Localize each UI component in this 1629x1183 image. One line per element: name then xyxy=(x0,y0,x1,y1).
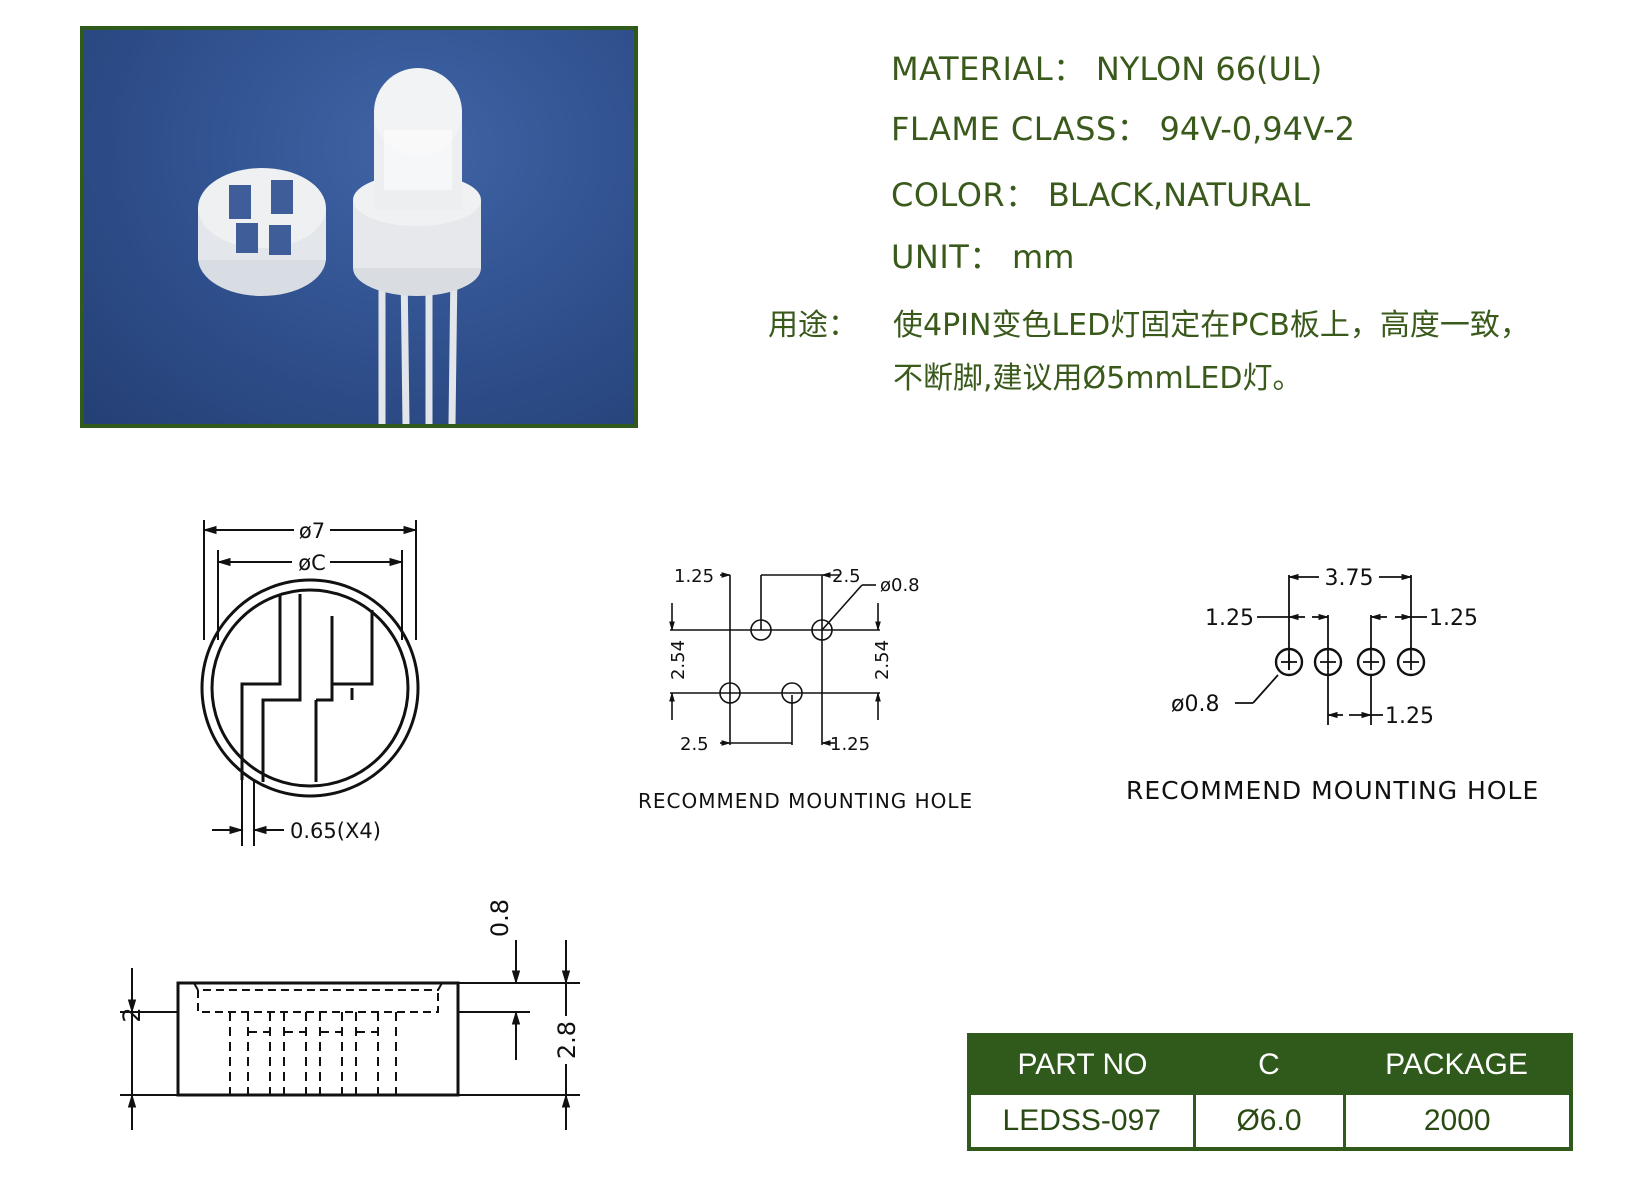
dim-square-left: 2.54 xyxy=(668,640,689,680)
dim-square-bottom-right: 1.25 xyxy=(830,734,870,755)
spec-color-label: COLOR： xyxy=(891,176,1038,214)
spec-color-value: BLACK,NATURAL xyxy=(1047,176,1311,214)
spec-material-label: MATERIAL： xyxy=(891,50,1086,88)
header-c: C xyxy=(1194,1035,1344,1094)
mounting-inline-caption: RECOMMEND MOUNTING HOLE xyxy=(1126,776,1540,805)
top-view-drawing: ø7 øC 0.65(X4) xyxy=(200,518,420,846)
table-header-row: PART NO C PACKAGE xyxy=(969,1035,1571,1094)
spec-unit-label: UNIT： xyxy=(891,238,1002,276)
side-view-drawing: 2 0.8 2.8 xyxy=(120,899,581,1130)
dim-inner-diameter: øC xyxy=(298,551,326,575)
dim-inline-bottom: 1.25 xyxy=(1385,704,1434,729)
part-table: PART NO C PACKAGE LEDSS-097 Ø6.0 2000 xyxy=(967,1033,1573,1151)
mounting-inline-drawing: 3.75 1.25 1.25 ø0.8 1.25 xyxy=(1171,565,1478,729)
cell-part-no: LEDSS-097 xyxy=(967,1092,1196,1151)
table-row: LEDSS-097 Ø6.0 2000 xyxy=(967,1092,1573,1151)
dim-inline-span: 3.75 xyxy=(1325,566,1374,591)
spacer-ring xyxy=(198,168,326,296)
spec-flame-class: FLAME CLASS： 94V-0,94V-2 xyxy=(891,104,1355,150)
spec-flame-class-label: FLAME CLASS： xyxy=(891,110,1150,148)
usage-line-1: 使4PIN变色LED灯固定在PCB板上，高度一致， xyxy=(893,308,1530,343)
dim-inline-left: 1.25 xyxy=(1205,606,1254,631)
spec-flame-class-value: 94V-0,94V-2 xyxy=(1159,110,1355,148)
dim-square-top-right: 2.5 xyxy=(832,566,861,587)
spec-material-value: NYLON 66(UL) xyxy=(1095,50,1323,88)
mounting-square-caption: RECOMMEND MOUNTING HOLE xyxy=(638,789,974,813)
dim-outer-diameter: ø7 xyxy=(299,519,325,543)
dim-side-top: 0.8 xyxy=(486,899,514,937)
dim-inline-right: 1.25 xyxy=(1429,606,1478,631)
cell-c: Ø6.0 xyxy=(1192,1092,1346,1151)
dim-square-hole: ø0.8 xyxy=(880,575,920,596)
led-spacer-photo-illustration xyxy=(198,68,481,424)
header-part-no: PART NO xyxy=(969,1035,1194,1094)
dim-slot-width: 0.65(X4) xyxy=(290,819,381,843)
usage-label: 用途： xyxy=(768,308,858,343)
dim-side-right: 2.8 xyxy=(553,1021,581,1059)
dim-square-bottom-left: 2.5 xyxy=(680,734,709,755)
dim-square-top-left: 1.25 xyxy=(674,566,714,587)
spec-color: COLOR： BLACK,NATURAL xyxy=(891,170,1310,216)
spec-unit-value: mm xyxy=(1012,238,1075,276)
mounting-square-drawing: 1.25 2.5 ø0.8 2.54 2.54 2.5 1.25 xyxy=(668,566,920,755)
usage-line-2: 不断脚,建议用Ø5mmLED灯。 xyxy=(893,361,1303,396)
dim-square-right: 2.54 xyxy=(872,640,893,680)
cell-package: 2000 xyxy=(1342,1092,1573,1151)
header-package: PACKAGE xyxy=(1344,1035,1571,1094)
spec-material: MATERIAL： NYLON 66(UL) xyxy=(891,44,1322,90)
spec-unit: UNIT： mm xyxy=(891,232,1074,278)
led-dome xyxy=(374,68,462,210)
dim-side-left: 2 xyxy=(120,1007,146,1022)
dim-inline-hole: ø0.8 xyxy=(1171,692,1219,717)
product-photo xyxy=(80,26,638,428)
